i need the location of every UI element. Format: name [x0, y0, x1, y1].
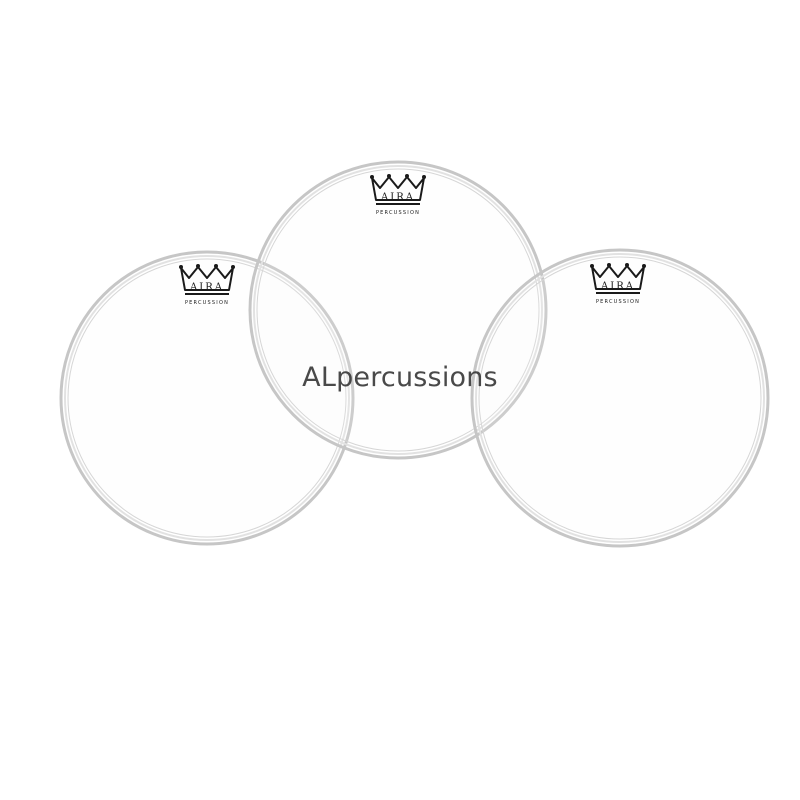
- aira-logo-left: AIRA PERCUSSION: [178, 263, 236, 306]
- logo-subtitle-right: PERCUSSION: [596, 299, 640, 305]
- drumhead-right: AIRA PERCUSSION: [470, 248, 770, 548]
- aira-logo-right: AIRA PERCUSSION: [589, 262, 647, 305]
- drumhead-left: AIRA PERCUSSION: [59, 250, 355, 546]
- logo-brand-left: AIRA: [189, 282, 224, 293]
- logo-subtitle-center: PERCUSSION: [376, 210, 420, 216]
- aira-logo-center: AIRA PERCUSSION: [369, 173, 427, 216]
- logo-brand-right: AIRA: [600, 281, 635, 292]
- drumhead-center: AIRA PERCUSSION: [248, 160, 548, 460]
- logo-subtitle-left: PERCUSSION: [185, 300, 229, 306]
- logo-brand-center: AIRA: [380, 192, 415, 203]
